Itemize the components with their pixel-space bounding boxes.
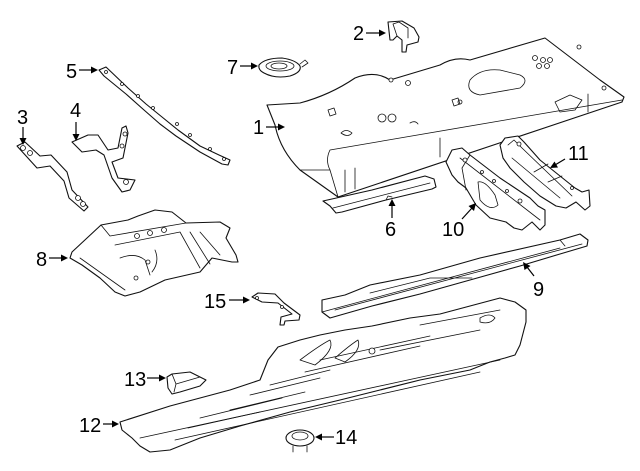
part-4-strap-bracket[interactable] bbox=[71, 125, 136, 193]
part-15-small-bracket[interactable] bbox=[251, 292, 301, 326]
callout-8: 8 bbox=[36, 249, 68, 271]
svg-text:8: 8 bbox=[36, 249, 47, 271]
callout-13: 13 bbox=[124, 369, 166, 391]
svg-text:5: 5 bbox=[66, 61, 77, 83]
part-8-front-floor[interactable] bbox=[69, 209, 239, 297]
svg-text:10: 10 bbox=[442, 219, 464, 241]
callout-4: 4 bbox=[70, 100, 81, 141]
svg-text:2: 2 bbox=[353, 23, 364, 45]
callout-1: 1 bbox=[253, 117, 285, 139]
part-5-reinforcement-strip[interactable] bbox=[98, 66, 231, 166]
part-7-grommet[interactable] bbox=[258, 57, 309, 78]
callout-9: 9 bbox=[523, 262, 544, 301]
callout-10: 10 bbox=[442, 203, 476, 241]
part-1-floor-pan[interactable] bbox=[266, 37, 625, 198]
callout-5: 5 bbox=[66, 61, 98, 83]
svg-text:6: 6 bbox=[385, 219, 396, 241]
part-6-cross-member[interactable] bbox=[322, 175, 437, 214]
part-11-rail[interactable] bbox=[499, 135, 591, 211]
part-13-clip-block[interactable] bbox=[166, 371, 207, 395]
callout-15: 15 bbox=[204, 291, 250, 313]
svg-text:15: 15 bbox=[204, 291, 226, 313]
callout-3: 3 bbox=[17, 107, 28, 145]
callout-2: 2 bbox=[353, 23, 386, 45]
svg-text:12: 12 bbox=[79, 415, 101, 437]
svg-text:7: 7 bbox=[227, 57, 238, 79]
callout-7: 7 bbox=[227, 57, 258, 79]
part-3-strap-bracket[interactable] bbox=[16, 141, 89, 212]
part-10-rail[interactable] bbox=[445, 147, 546, 231]
svg-text:3: 3 bbox=[17, 107, 28, 129]
callout-14: 14 bbox=[315, 427, 357, 449]
part-9-rocker-rail[interactable] bbox=[321, 233, 589, 319]
part-14-plug[interactable] bbox=[285, 429, 315, 453]
part-12-underbody-shield[interactable] bbox=[119, 297, 527, 453]
callout-12: 12 bbox=[79, 415, 119, 437]
svg-text:1: 1 bbox=[253, 117, 264, 139]
svg-text:13: 13 bbox=[124, 369, 146, 391]
svg-text:14: 14 bbox=[335, 427, 357, 449]
svg-text:4: 4 bbox=[70, 100, 81, 122]
svg-text:9: 9 bbox=[533, 279, 544, 301]
callout-6: 6 bbox=[385, 199, 396, 241]
callout-11: 11 bbox=[550, 143, 589, 168]
svg-text:11: 11 bbox=[568, 143, 589, 165]
part-2-bracket-upper[interactable] bbox=[387, 20, 420, 53]
